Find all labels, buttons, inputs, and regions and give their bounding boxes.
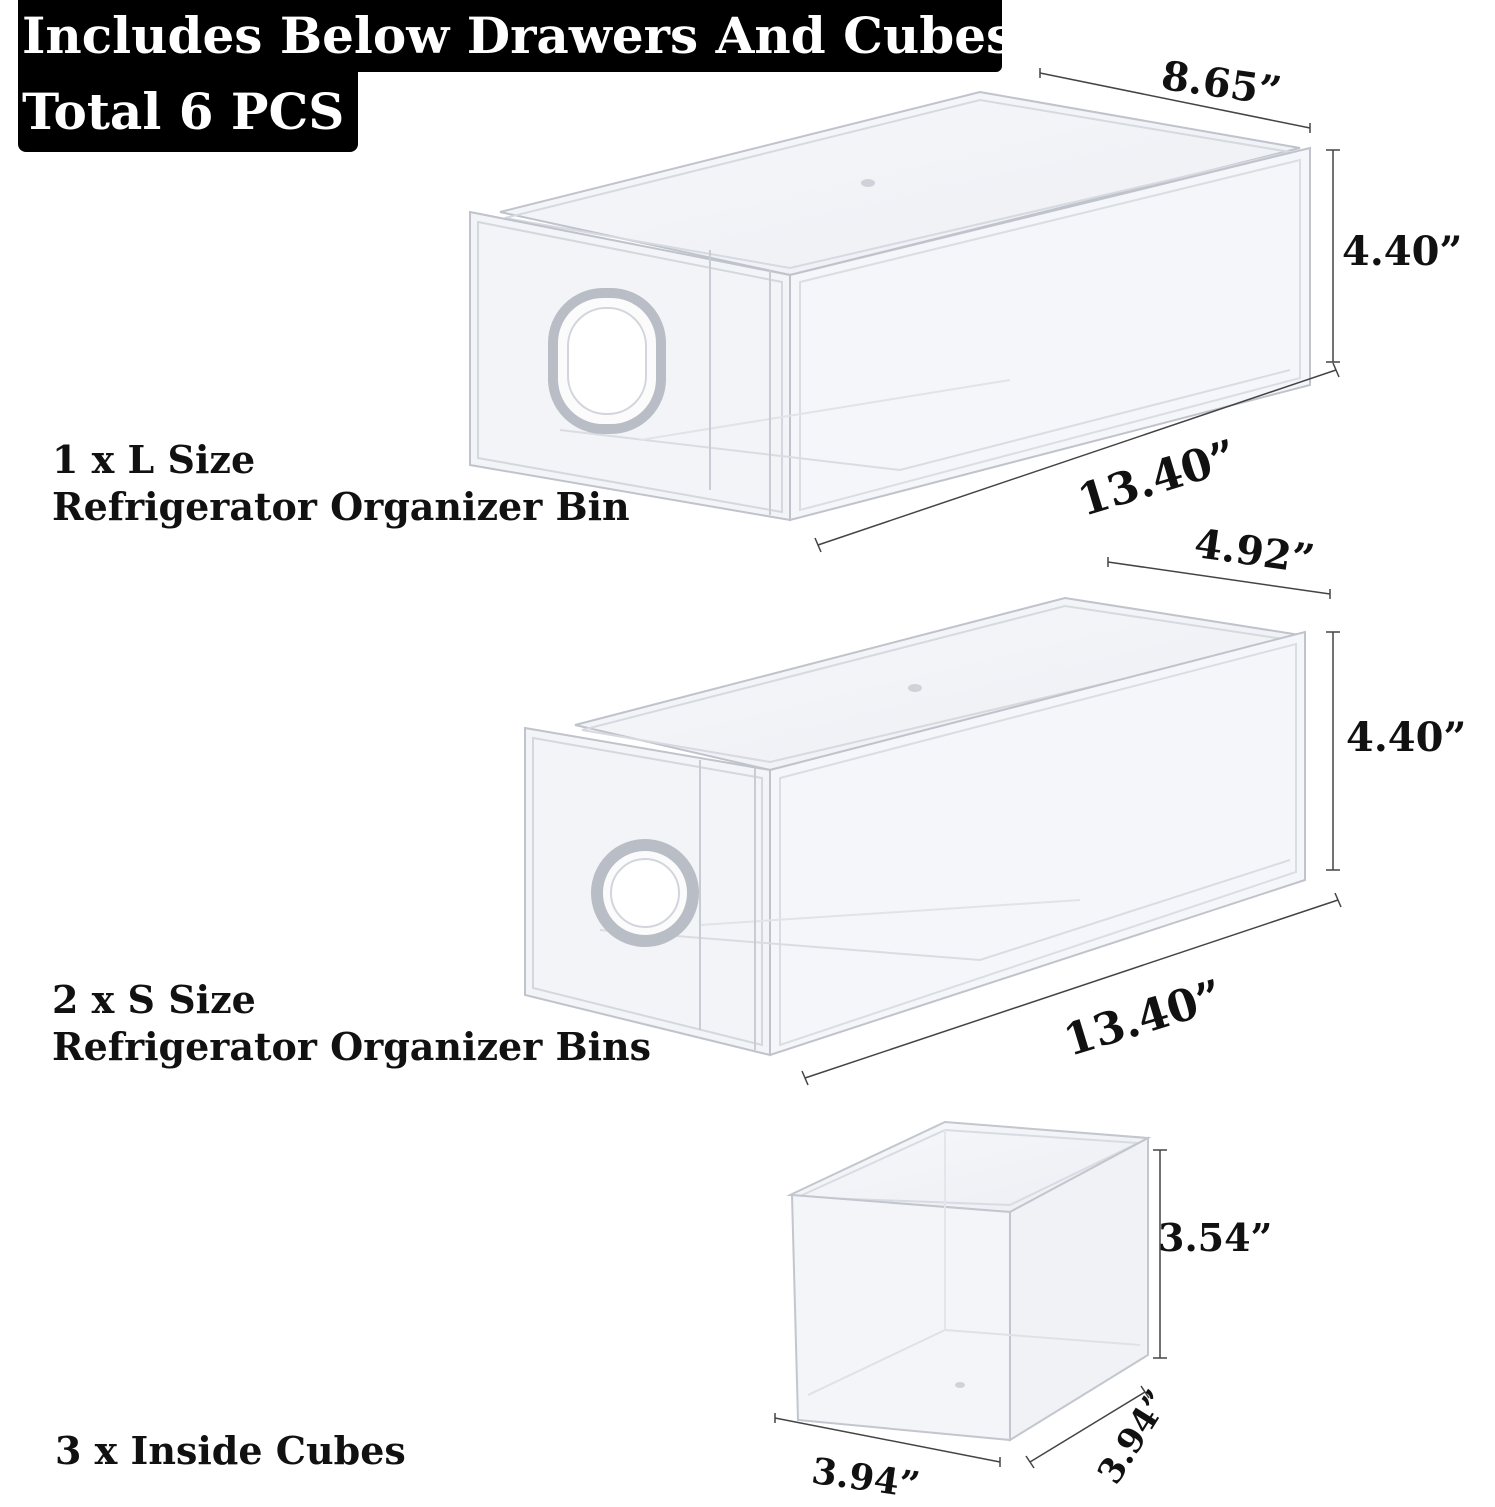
cube-image <box>786 1120 1152 1442</box>
small-bin-qty-label: 2 x S Size <box>52 977 256 1022</box>
dimension-lines <box>774 68 1342 1469</box>
cube-qty-label: 3 x Inside Cubes <box>55 1428 406 1473</box>
large-bin-name-label: Refrigerator Organizer Bin <box>52 484 630 529</box>
large-bin-qty-label: 1 x L Size <box>52 437 256 482</box>
small-bin-height-dimension: 4.40” <box>1346 714 1467 761</box>
large-bin-height-dimension: 4.40” <box>1342 228 1463 275</box>
cube-height-dimension: 3.54” <box>1158 1215 1273 1260</box>
large-drawer-image <box>469 90 1311 522</box>
small-drawer-image <box>524 596 1306 1057</box>
header-title-line2: Total 6 PCS <box>18 72 358 152</box>
small-bin-name-label: Refrigerator Organizer Bins <box>52 1024 652 1069</box>
header-title-line1: Includes Below Drawers And Cubes <box>18 0 1014 72</box>
